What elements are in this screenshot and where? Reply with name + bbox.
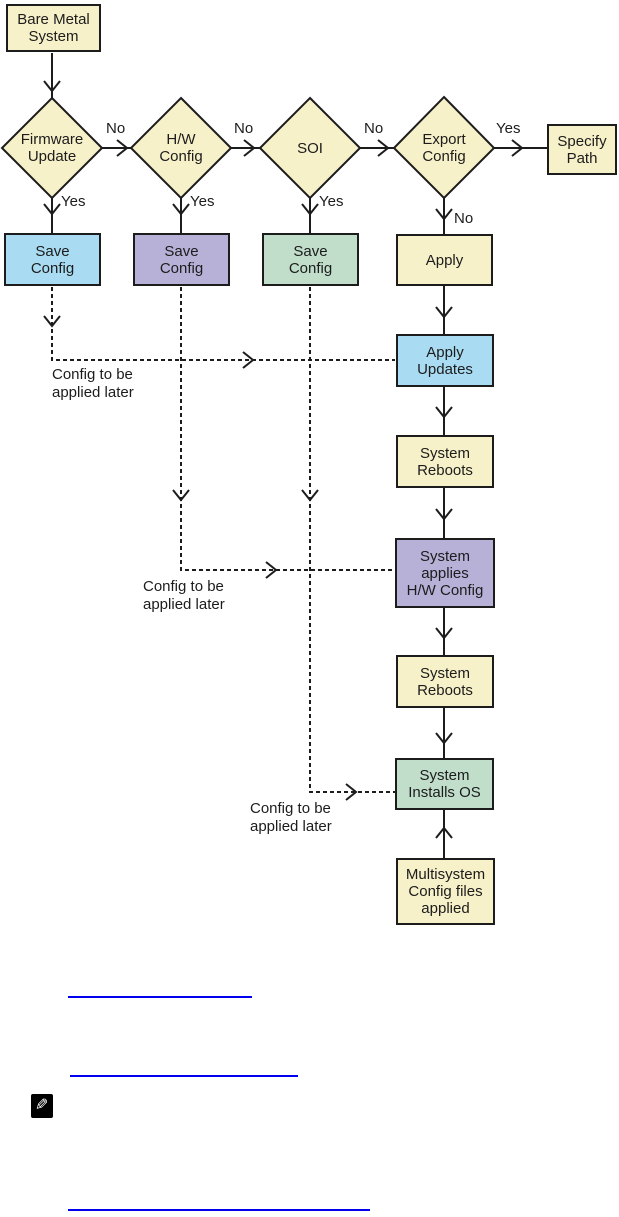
annotation-config-applied-later: Config to be applied later (250, 800, 332, 835)
node-save-config-hw: Save Config (133, 233, 230, 286)
node-label: Save Config (159, 242, 204, 277)
arrow-right-icon (242, 351, 255, 369)
arrow-down-icon (435, 208, 453, 221)
node-system-installs-os: System Installs OS (395, 758, 494, 810)
edge-label-no: No (364, 120, 384, 137)
arrow-down-icon (43, 80, 61, 93)
arrow-down-icon (301, 489, 319, 502)
edge-label-no: No (234, 120, 254, 137)
arrow-right-icon (243, 139, 256, 157)
arrow-down-icon (172, 489, 190, 502)
arrow-down-icon (43, 315, 61, 328)
edge-label-yes: Yes (496, 120, 521, 137)
annotation-config-applied-later: Config to be applied later (143, 578, 225, 613)
diamond-label-firmware-update: Firmware Update (20, 131, 84, 165)
hyperlink-underline-1[interactable] (68, 986, 252, 998)
diamond-label-soi: SOI (297, 140, 323, 157)
node-label: System applies H/W Config (406, 547, 484, 599)
node-label: Save Config (288, 242, 333, 277)
edge-label-yes: Yes (319, 193, 344, 210)
arrow-down-icon (301, 203, 319, 216)
node-multisystem-config-applied: Multisystem Config files applied (396, 858, 495, 925)
node-apply-updates: Apply Updates (396, 334, 494, 387)
arrow-down-icon (435, 508, 453, 521)
diamond-label-hw-config: H/W Config (159, 131, 203, 165)
node-specify-path: Specify Path (547, 124, 617, 175)
node-label: Specify Path (557, 132, 607, 167)
hyperlink-underline-3[interactable] (68, 1199, 370, 1211)
node-apply: Apply (396, 234, 493, 286)
edge-label-no: No (106, 120, 126, 137)
arrow-down-icon (435, 732, 453, 745)
pencil-glyph: ✎ (35, 1097, 49, 1114)
arrow-down-icon (172, 203, 190, 216)
edge-label-yes: Yes (190, 193, 215, 210)
edge-label-yes: Yes (61, 193, 86, 210)
decision-hw-config (129, 96, 233, 200)
dashed-edge-line (51, 287, 395, 361)
arrow-right-icon (345, 783, 358, 801)
node-label: Apply Updates (417, 343, 473, 378)
node-label: System Reboots (417, 444, 473, 479)
annotation-config-applied-later: Config to be applied later (52, 366, 134, 401)
arrow-right-icon (265, 561, 278, 579)
node-label: Bare Metal System (17, 11, 90, 45)
node-system-reboots-1: System Reboots (396, 435, 494, 488)
edge-label-no: No (454, 210, 474, 227)
diamond-label-export-config: Export Config (422, 131, 466, 165)
node-label: Save Config (30, 242, 75, 277)
node-label: System Installs OS (408, 767, 481, 801)
node-system-reboots-2: System Reboots (396, 655, 494, 708)
decision-export-config (392, 95, 496, 200)
node-label: Multisystem Config files applied (405, 866, 486, 917)
arrow-right-icon (377, 139, 390, 157)
node-label: System Reboots (417, 664, 473, 699)
node-label: Apply (425, 251, 464, 269)
arrow-down-icon (435, 627, 453, 640)
node-system-applies-hw-config: System applies H/W Config (395, 538, 495, 608)
node-save-config-soi: Save Config (262, 233, 359, 286)
arrow-down-icon (435, 406, 453, 419)
decision-firmware-update (0, 96, 104, 200)
hyperlink-underline-2[interactable] (70, 1065, 298, 1077)
arrow-down-icon (435, 306, 453, 319)
flow-connectors (0, 53, 547, 858)
arrow-up-icon (435, 826, 453, 839)
arrow-right-icon (511, 139, 524, 157)
note-pencil-icon: ✎ (31, 1094, 53, 1118)
node-save-config-firmware: Save Config (4, 233, 101, 286)
dashed-edge-line (180, 287, 394, 571)
arrow-down-icon (43, 203, 61, 216)
node-bare-metal-system: Bare Metal System (6, 4, 101, 52)
dashed-edge-line (309, 287, 395, 793)
decision-soi (258, 96, 362, 200)
arrow-right-icon (116, 139, 129, 157)
